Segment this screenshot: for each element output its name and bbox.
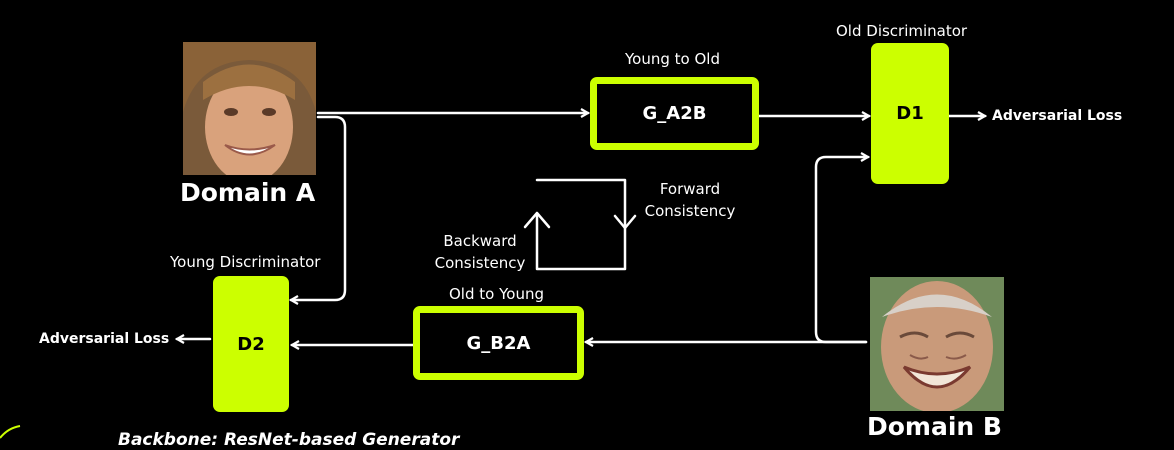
d1-adversarial-loss: Adversarial Loss: [992, 108, 1123, 124]
d2-caption: Young Discriminator: [170, 253, 321, 271]
arrow-b-to-d1: [814, 157, 868, 344]
backward-consistency-label: Backward Consistency: [434, 232, 526, 272]
arrow-a-to-d2: [291, 115, 347, 300]
domain-a-image: [183, 42, 316, 175]
domain-a-title: Domain A: [180, 178, 316, 207]
d2-label: D2: [237, 333, 265, 355]
g-a2b-box: G_A2B: [590, 77, 759, 150]
d1-caption: Old Discriminator: [836, 22, 968, 40]
g-b2a-box: G_B2A: [413, 306, 584, 380]
g-a2b-label: G_A2B: [642, 103, 707, 124]
young-boy-face-icon: [183, 42, 316, 175]
d2-box: D2: [213, 276, 289, 412]
cycle-loop-right: [535, 178, 627, 228]
old-woman-face-icon: [870, 277, 1004, 411]
g-b2a-label: G_B2A: [466, 332, 531, 354]
backward-arrowhead: [523, 211, 551, 229]
g-b2a-caption: Old to Young: [449, 285, 544, 303]
d1-box: D1: [871, 43, 949, 184]
cyclegan-diagram: Domain A Domain B Young to Old G_A2B Old…: [0, 22, 1123, 450]
cycle-loop-left: [535, 213, 627, 271]
domain-b-title: Domain B: [867, 412, 1002, 441]
footer-text: Backbone: ResNet-based Generator: [118, 430, 460, 450]
d1-label: D1: [896, 103, 924, 124]
d2-adversarial-loss: Adversarial Loss: [39, 331, 170, 347]
g-a2b-caption: Young to Old: [625, 50, 720, 68]
domain-b-image: [870, 277, 1004, 411]
forward-consistency-label: Forward Consistency: [644, 180, 736, 220]
decorative-swoosh-icon: [0, 425, 21, 439]
